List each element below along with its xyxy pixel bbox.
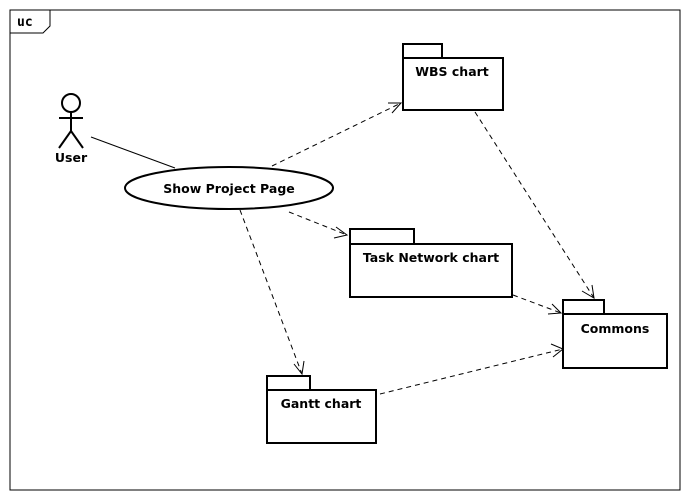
actor-right-leg [70,130,84,149]
actor-left-leg [58,130,72,149]
package-tab [402,43,443,59]
dependency-use-case-to-task-network [288,211,349,239]
dependency-wbs-to-commons [474,111,595,299]
arrowhead-icon [293,360,305,376]
package-body [349,243,513,298]
package-label: Gantt chart [281,396,362,411]
wbs-chart-package[interactable]: WBS chart [402,43,504,111]
use-case-label: Show Project Page [163,181,295,196]
arrowhead-icon [550,343,564,358]
package-label: Task Network chart [363,250,499,265]
actor-label: User [55,150,88,165]
dependency-task-network-to-commons [512,294,563,315]
package-label: WBS chart [415,64,489,79]
show-project-page-use-case[interactable]: Show Project Page [124,166,334,210]
task-network-chart-package[interactable]: Task Network chart [349,228,513,298]
frame-tab [10,10,51,34]
use-case-ellipse [124,166,334,210]
arrowhead-icon [547,303,563,315]
arrowhead-icon [388,102,403,114]
package-tab [266,375,311,391]
dependency-gantt-to-commons [379,343,564,395]
package-body [266,389,377,444]
arrowhead-icon [581,284,595,299]
actor-head [61,93,81,113]
arrowhead-icon [333,226,349,239]
dependency-use-case-to-gantt [239,209,305,376]
package-body [402,57,504,111]
diagram-frame [9,9,681,491]
association-line [90,136,176,169]
package-body [562,313,668,369]
frame-label: uc [17,15,33,30]
commons-package[interactable]: Commons [562,299,668,369]
user-actor[interactable]: User [55,93,88,165]
package-tab [562,299,605,315]
gantt-chart-package[interactable]: Gantt chart [266,375,377,444]
package-label: Commons [581,321,650,336]
package-tab [349,228,415,245]
dependency-use-case-to-wbs [271,102,403,167]
